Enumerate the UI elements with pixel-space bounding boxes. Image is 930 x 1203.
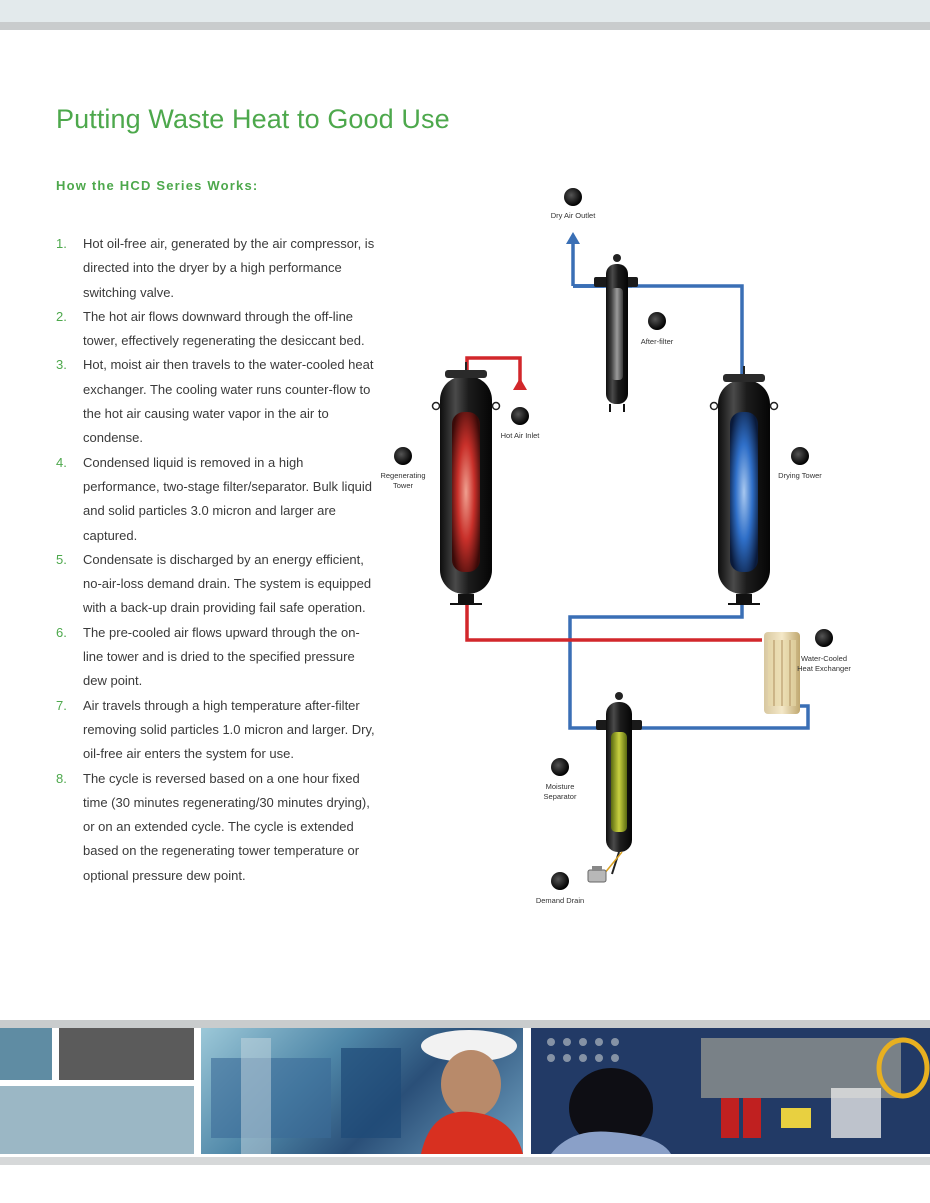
badge-drying-tower [791,447,809,465]
page-title: Putting Waste Heat to Good Use [56,104,450,134]
step-item: 1. Hot oil-free air, generated by the air… [56,232,376,305]
label-drying-tower: Drying Tower [778,471,822,480]
after-filter-vessel [594,254,638,412]
label-regenerating-tower-1: Regenerating [380,471,425,480]
step-item: 8. The cycle is reversed based on a one h… [56,767,376,888]
footer-tile-gray [59,1028,194,1080]
top-band [0,0,930,22]
footer-bottom-rule [0,1157,930,1165]
footer-photo-engineer [201,1028,523,1154]
badge-moisture-separator [551,758,569,776]
section-subtitle: How the HCD Series Works: [56,178,259,193]
inlet-arrow-icon [513,378,527,390]
label-hot-air-inlet: Hot Air Inlet [501,431,541,440]
footer-tile-blue [0,1028,52,1080]
step-item: 7. Air travels through a high temperature… [56,694,376,767]
regenerating-tower [431,362,501,605]
badge-regenerating-tower [394,447,412,465]
outlet-arrow-icon [566,232,580,244]
badge-heat-exchanger [815,629,833,647]
step-number: 3. [56,357,67,373]
label-demand-drain: Demand Drain [536,896,584,905]
demand-drain [587,866,607,883]
label-moisture-separator-1: Moisture [546,782,575,791]
step-text: Hot oil-free air, generated by the air c… [83,236,375,300]
badge-after-filter [648,312,666,330]
heat-exchanger [764,632,800,714]
drying-tower [709,366,779,605]
step-number: 6. [56,624,67,640]
footer-photo-technician [531,1028,930,1154]
step-text: Hot, moist air then travels to the water… [83,357,374,446]
step-number: 5. [56,551,67,567]
label-heat-exchanger-1: Water-Cooled [801,654,847,663]
dryer-flow-diagram: Dry Air Outlet After-filter Hot Air Inle… [380,188,851,905]
step-item: 4. Condensed liquid is removed in a high … [56,451,376,548]
step-item: 3. Hot, moist air then travels to the wat… [56,353,376,450]
step-text: The hot air flows downward through the o… [83,308,365,349]
label-moisture-separator-2: Separator [544,792,577,801]
step-item: 2. The hot air flows downward through the… [56,305,376,354]
step-text: The pre-cooled air flows upward through … [83,624,360,689]
footer-top-rule [0,1020,930,1028]
label-after-filter: After-filter [641,337,674,346]
step-number: 4. [56,454,67,470]
badge-hot-air-inlet [511,407,529,425]
label-dry-air-outlet: Dry Air Outlet [551,211,597,220]
step-text: Air travels through a high temperature a… [83,697,375,762]
callout-badges [394,188,833,890]
step-number: 1. [56,236,67,251]
top-rule [0,22,930,30]
step-item: 6. The pre-cooled air flows upward throug… [56,621,376,694]
step-number: 8. [56,770,67,786]
footer-tile-lightblue [0,1086,194,1154]
step-text: Condensed liquid is removed in a high pe… [83,454,373,543]
step-text: The cycle is reversed based on a one hou… [83,770,370,883]
moisture-separator [596,692,642,875]
steps-list: 1. Hot oil-free air, generated by the air… [56,232,376,888]
step-item: 5. Condensate is discharged by an energy … [56,548,376,621]
label-heat-exchanger-2: Heat Exchanger [797,664,851,673]
step-text: Condensate is discharged by an energy ef… [83,551,372,616]
badge-dry-air-outlet [564,188,582,206]
label-regenerating-tower-2: Tower [393,481,414,490]
step-number: 7. [56,697,67,713]
step-number: 2. [56,308,67,324]
badge-demand-drain [551,872,569,890]
